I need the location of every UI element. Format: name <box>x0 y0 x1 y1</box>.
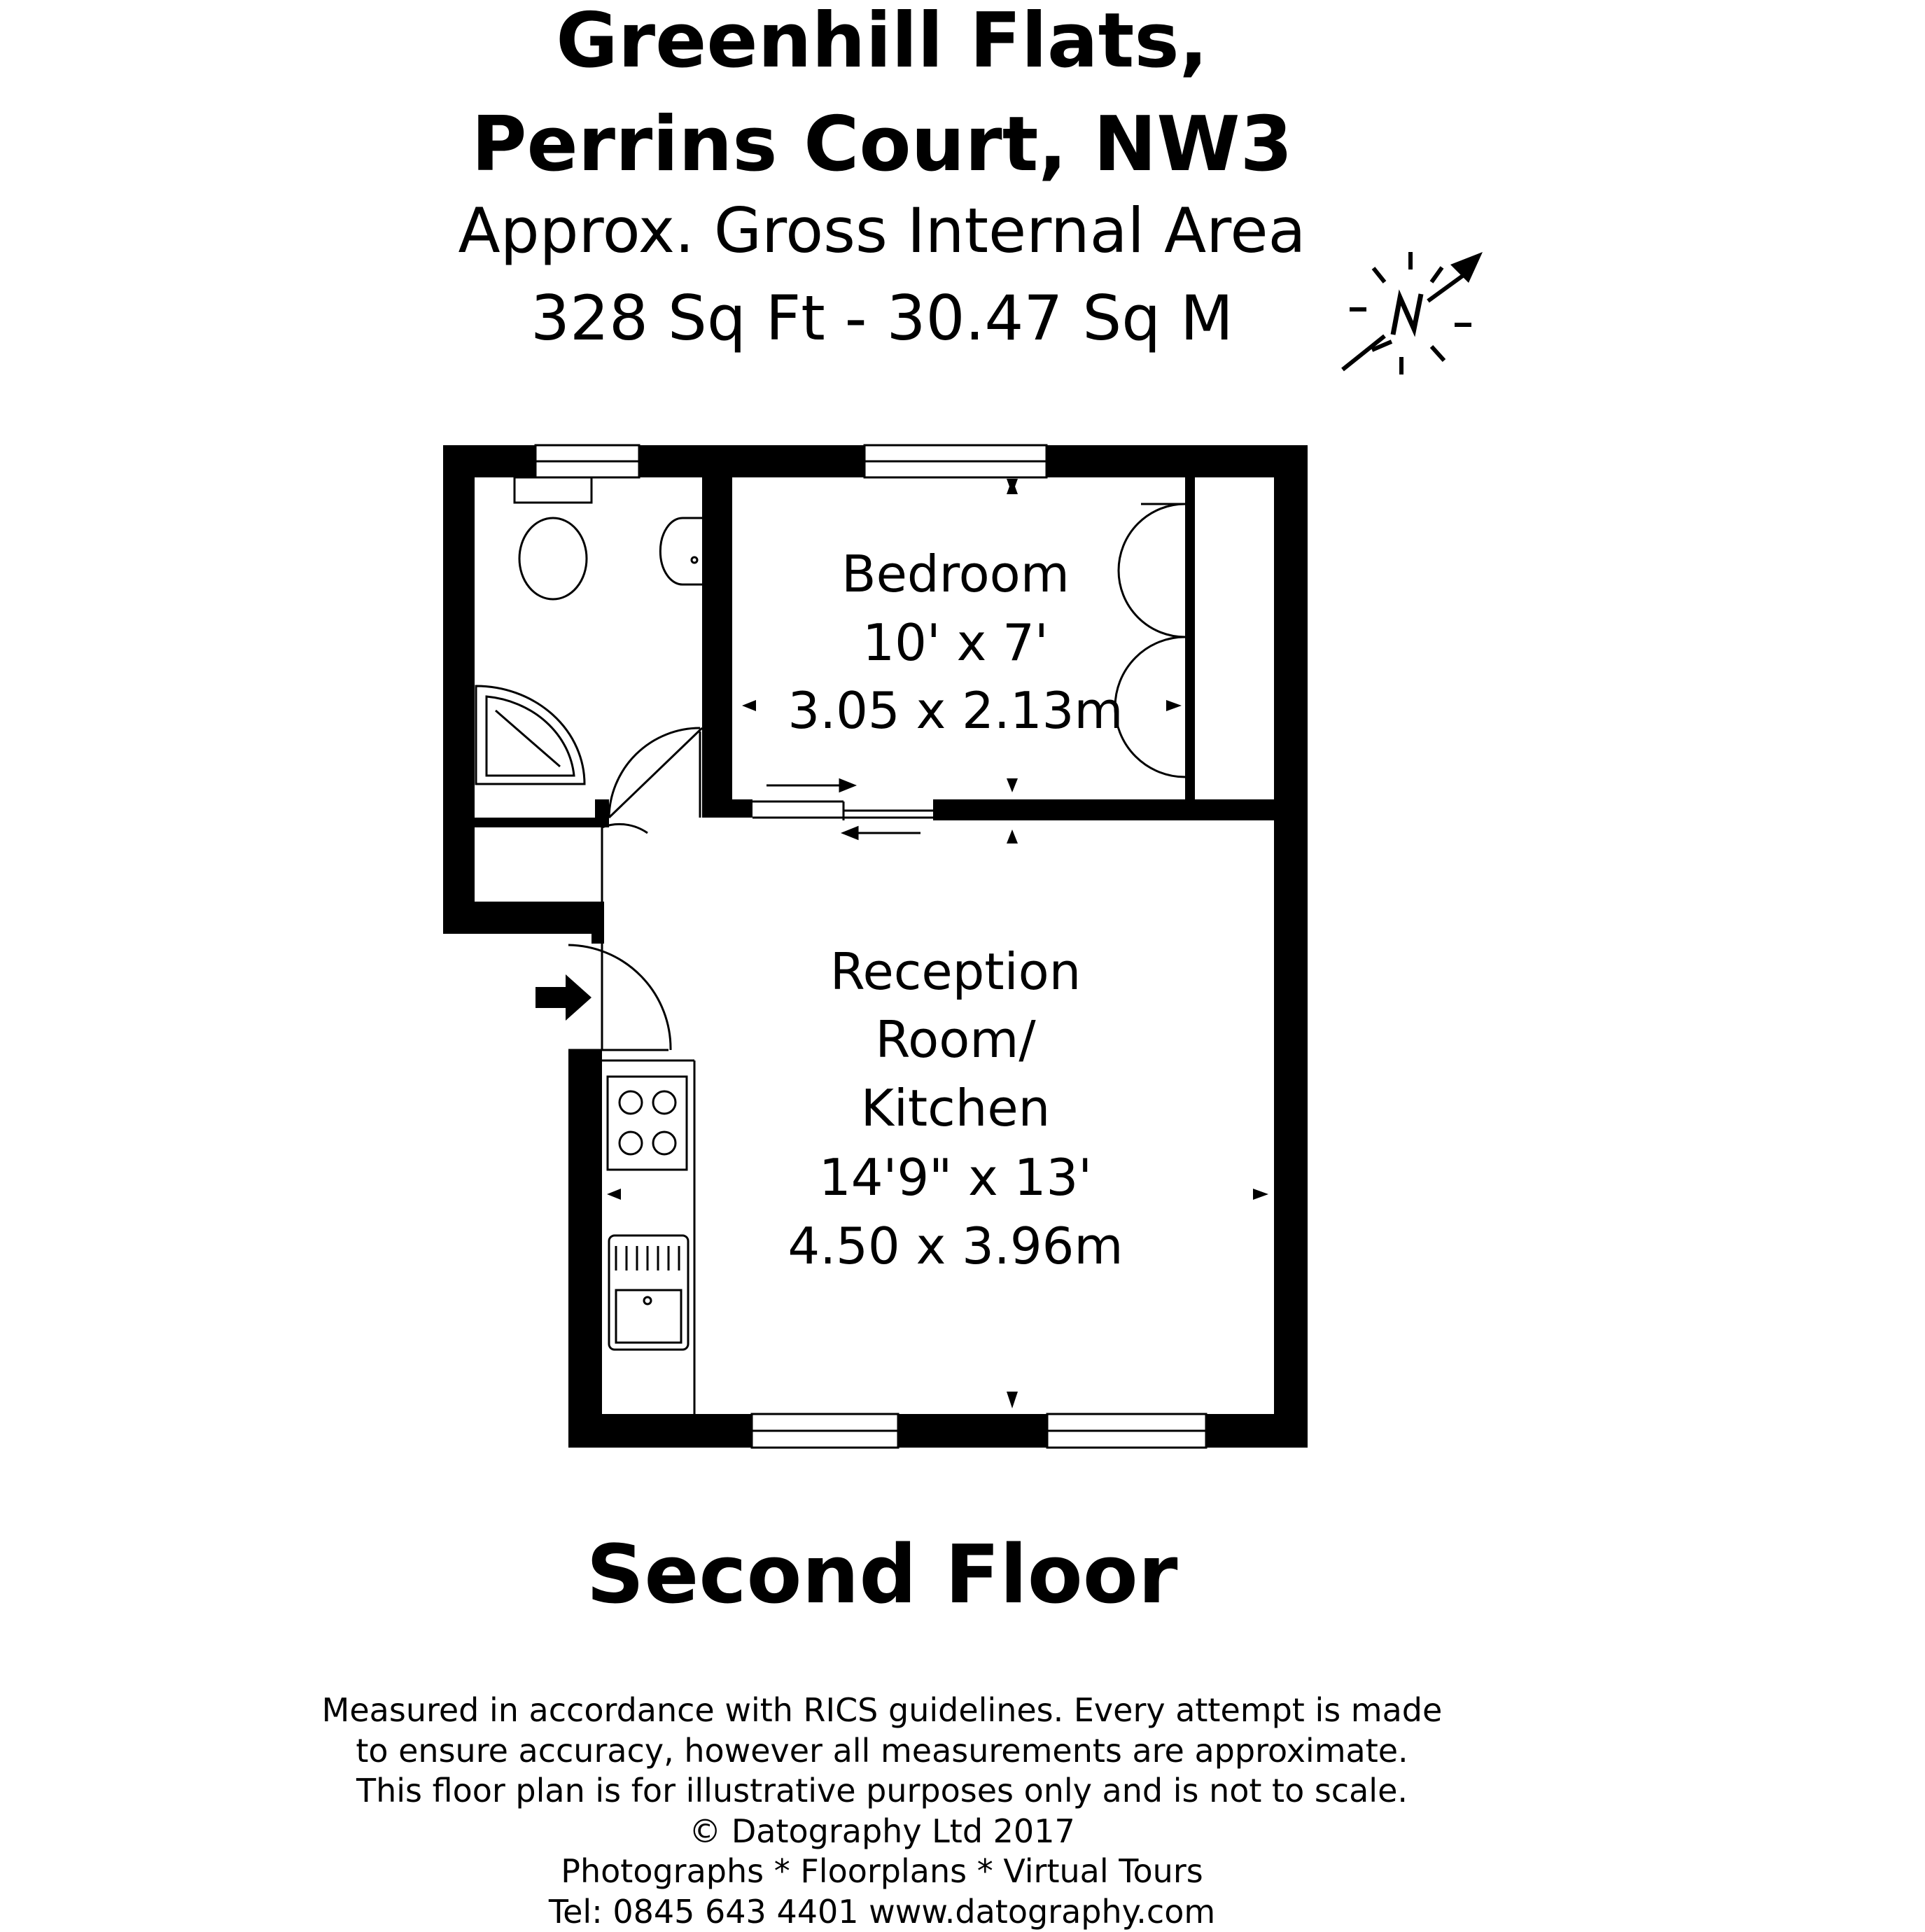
floor-name: Second Floor <box>0 1530 1764 1620</box>
reception-imperial: 14'9" x 13' <box>819 1148 1092 1207</box>
bedroom-label: Bedroom 10' x 7' 3.05 x 2.13m <box>788 545 1123 740</box>
kitchen-sink-icon <box>609 1236 688 1350</box>
reception-label: Reception Room/ Kitchen 14'9" x 13' 4.50… <box>788 942 1123 1275</box>
disclaimer-line: This floor plan is for illustrative purp… <box>0 1771 1764 1812</box>
disclaimer-line: to ensure accuracy, however all measurem… <box>0 1731 1764 1772</box>
hob-icon <box>608 1077 687 1170</box>
services-line: Photographs * Floorplans * Virtual Tours <box>0 1851 1764 1892</box>
bedroom-name: Bedroom <box>841 545 1070 603</box>
reception-name-line2: Room/ <box>875 1010 1036 1069</box>
toilet-icon <box>514 477 592 599</box>
disclaimer: Measured in accordance with RICS guideli… <box>0 1690 1764 1932</box>
disclaimer-line: Measured in accordance with RICS guideli… <box>0 1690 1764 1731</box>
shower-tray-icon <box>476 686 584 784</box>
sink-icon <box>660 518 702 584</box>
copyright-line: © Datography Ltd 2017 <box>0 1812 1764 1852</box>
reception-name-line3: Kitchen <box>861 1079 1051 1138</box>
contact-line: Tel: 0845 643 4401 www.datography.com <box>0 1892 1764 1932</box>
bedroom-imperial: 10' x 7' <box>862 613 1048 672</box>
doors <box>568 728 702 1050</box>
bedroom-metric: 3.05 x 2.13m <box>788 681 1123 740</box>
entrance-arrow-icon <box>536 974 592 1021</box>
reception-name-line1: Reception <box>830 942 1082 1001</box>
reception-metric: 4.50 x 3.96m <box>788 1217 1123 1275</box>
wardrobe-doors <box>1115 504 1185 777</box>
sliding-door <box>752 780 933 839</box>
north-compass-icon <box>1343 252 1483 374</box>
